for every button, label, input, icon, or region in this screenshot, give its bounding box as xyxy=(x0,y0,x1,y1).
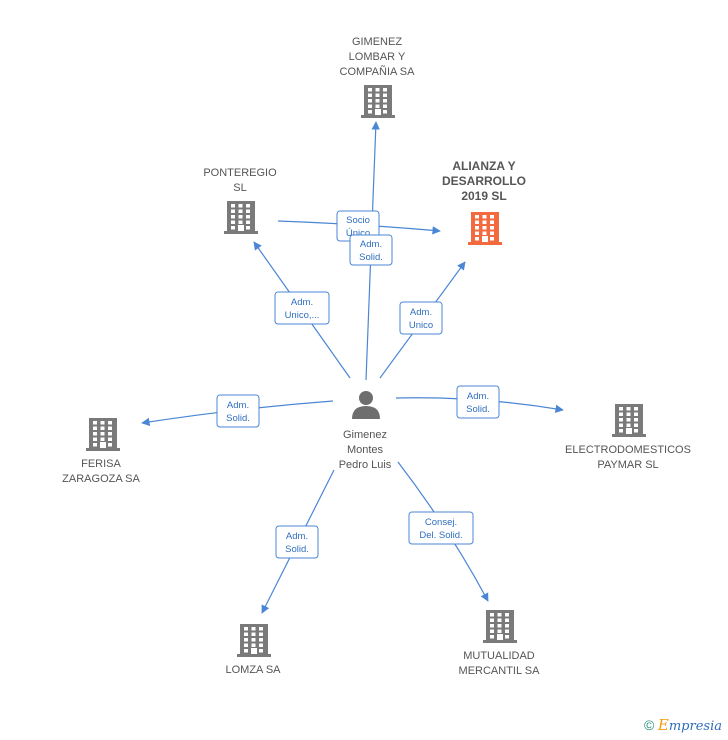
person-name-label-line: Montes xyxy=(347,444,384,456)
company-label-mutualidad-line: MUTUALIDAD xyxy=(463,650,535,662)
company-label-gimenez-lombar-line: LOMBAR Y xyxy=(349,51,406,63)
company-label-alianza-line: 2019 SL xyxy=(461,189,506,203)
company-label-electrodomesticos: ELECTRODOMESTICOS PAYMAR SL xyxy=(565,444,691,471)
rel-adm-unico-ellipsis-box[interactable]: Adm. Unico,... xyxy=(274,291,330,325)
company-label-alianza-line: ALIANZA Y xyxy=(452,159,515,173)
brand-name: mpresia xyxy=(668,719,722,734)
rel-consej-del-solid-line: Del. Solid. xyxy=(419,530,462,541)
rel-consej-del-solid-line: Consej. xyxy=(425,517,457,528)
company-label-gimenez-lombar-line: COMPAÑIA SA xyxy=(340,65,416,78)
rel-adm-solid-right-line: Solid. xyxy=(466,404,490,415)
company-label-ponteregio-line: PONTEREGIO xyxy=(203,167,277,179)
rel-socio-unico-line: Único xyxy=(346,228,370,239)
rel-adm-unico-text: Adm. Unico xyxy=(409,307,433,331)
building-icon-ponteregio[interactable] xyxy=(224,201,258,234)
building-icon-mutualidad[interactable] xyxy=(483,610,517,643)
company-label-mutualidad: MUTUALIDAD MERCANTIL SA xyxy=(459,650,541,677)
company-label-electrodomesticos-line: ELECTRODOMESTICOS xyxy=(565,444,691,456)
company-label-lomza: LOMZA SA xyxy=(225,664,281,676)
company-label-ponteregio-line: SL xyxy=(233,182,246,194)
person-icon[interactable] xyxy=(352,391,380,419)
company-label-ferisa-line: ZARAGOZA SA xyxy=(62,473,140,485)
rel-adm-solid-left-line: Adm. xyxy=(227,400,249,411)
building-icon-lomza[interactable] xyxy=(237,624,271,657)
building-icon-gimenez-lombar[interactable] xyxy=(361,85,395,118)
company-label-electrodomesticos-line: PAYMAR SL xyxy=(597,459,658,471)
rel-adm-unico-ellipsis-line: Unico,... xyxy=(285,310,320,321)
person-name-label-line: Gimenez xyxy=(343,429,387,441)
rel-adm-unico-ellipsis-text: Adm. Unico,... xyxy=(285,297,320,321)
company-label-ponteregio: PONTEREGIO SL xyxy=(203,167,277,194)
brand-initial: E xyxy=(657,716,669,734)
company-label-alianza-line: DESARROLLO xyxy=(442,174,526,188)
rel-adm-unico-box[interactable]: Adm. Unico xyxy=(399,301,443,335)
company-label-ferisa-line: FERISA xyxy=(81,458,121,470)
rel-adm-solid-top-line: Adm. xyxy=(360,239,382,250)
rel-adm-unico-line: Adm. xyxy=(410,307,432,318)
rel-adm-solid-right-line: Adm. xyxy=(467,391,489,402)
copyright-symbol: © xyxy=(643,717,655,733)
rel-adm-unico-ellipsis-line: Adm. xyxy=(291,297,313,308)
rel-adm-solid-top-box[interactable]: Adm. Solid. xyxy=(349,234,393,266)
rel-adm-solid-bottom-text: Adm. Solid. xyxy=(285,531,309,555)
building-icon-ferisa[interactable] xyxy=(86,418,120,451)
building-icon-alianza[interactable] xyxy=(468,212,502,245)
company-label-lomza-line: LOMZA SA xyxy=(225,664,281,676)
rel-consej-del-solid-box[interactable]: Consej. Del. Solid. xyxy=(408,511,474,545)
company-label-ferisa: FERISA ZARAGOZA SA xyxy=(62,458,140,485)
rel-adm-solid-right-box[interactable]: Adm. Solid. xyxy=(456,385,500,419)
rel-adm-solid-top-text: Adm. Solid. xyxy=(359,239,383,263)
rel-adm-solid-bottom-line: Adm. xyxy=(286,531,308,542)
empresia-watermark: © Empresia xyxy=(644,716,722,734)
person-name-label-line: Pedro Luis xyxy=(339,459,392,471)
company-label-mutualidad-line: MERCANTIL SA xyxy=(459,665,541,677)
building-icon-electrodomesticos[interactable] xyxy=(612,404,646,437)
rel-socio-unico-line: Socio xyxy=(346,215,370,226)
rel-adm-unico-line: Unico xyxy=(409,320,433,331)
rel-adm-solid-top-line: Solid. xyxy=(359,252,383,263)
rel-adm-solid-right-text: Adm. Solid. xyxy=(466,391,490,415)
rel-adm-solid-left-line: Solid. xyxy=(226,413,250,424)
rel-adm-solid-bottom-box[interactable]: Adm. Solid. xyxy=(275,525,319,559)
rel-adm-solid-left-text: Adm. Solid. xyxy=(226,400,250,424)
rel-adm-solid-left-box[interactable]: Adm. Solid. xyxy=(216,394,260,428)
company-label-gimenez-lombar-line: GIMENEZ xyxy=(352,36,402,48)
company-label-gimenez-lombar: GIMENEZ LOMBAR Y COMPAÑIA SA xyxy=(340,36,416,78)
rel-consej-del-solid-text: Consej. Del. Solid. xyxy=(419,517,462,541)
rel-adm-solid-bottom-line: Solid. xyxy=(285,544,309,555)
